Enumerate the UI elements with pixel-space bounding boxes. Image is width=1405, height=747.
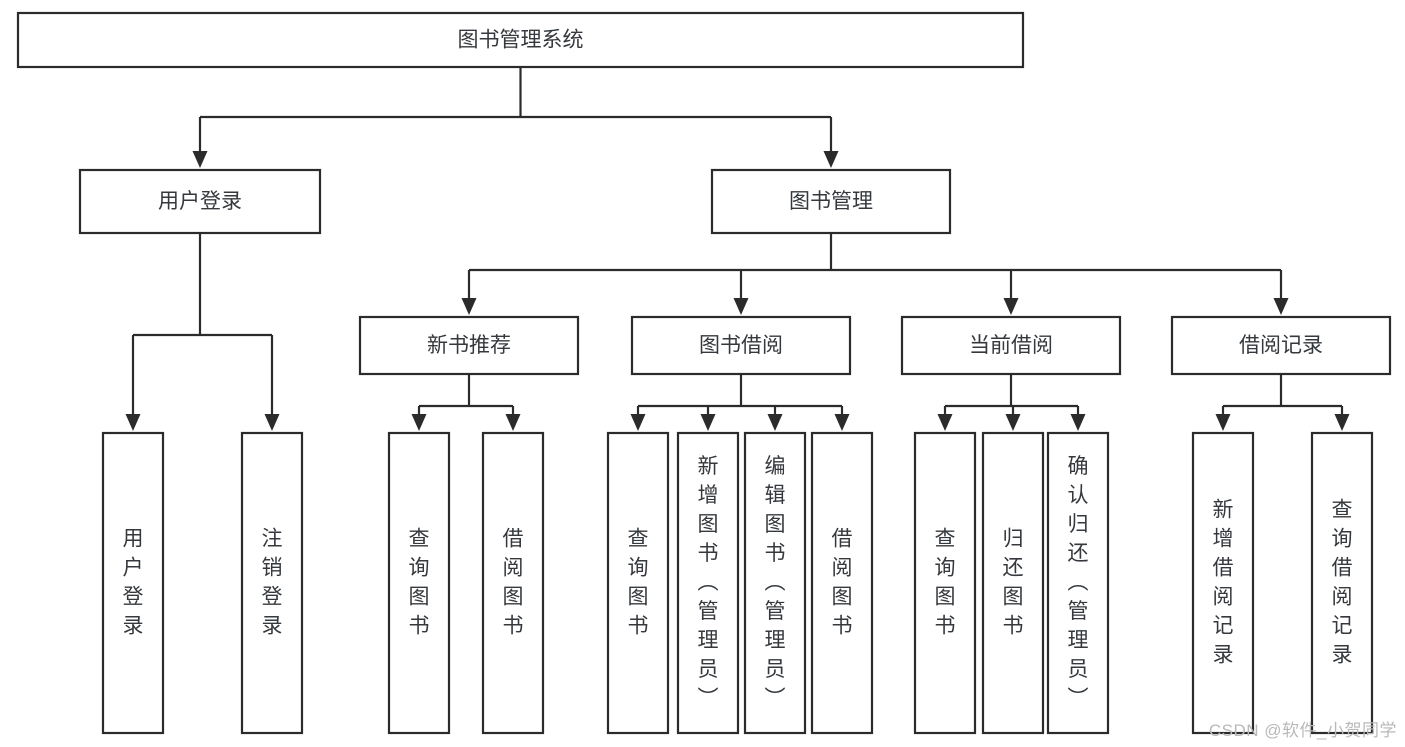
node-borrow-record[interactable]: 借阅记录 <box>1170 315 1392 376</box>
node-label: 新增图书︵管理员︶ <box>698 455 719 710</box>
node-box <box>101 431 165 735</box>
node-book-borrow[interactable]: 图书借阅 <box>630 315 852 376</box>
node-label: 查询图书 <box>628 528 649 638</box>
node-box <box>1191 431 1255 735</box>
node-leaf-return-book[interactable]: 归还图书 <box>981 431 1045 735</box>
node-box <box>1046 431 1110 735</box>
node-label: 编辑图书︵管理员︶ <box>765 455 786 710</box>
node-layer: 图书管理系统用户登录图书管理新书推荐图书借阅当前借阅借阅记录用户登录注销登录查询… <box>16 11 1392 735</box>
arrow-head-icon <box>937 414 953 431</box>
node-label: 用户登录 <box>123 528 144 638</box>
node-box <box>358 315 580 376</box>
node-label: 图书借阅 <box>699 334 783 357</box>
arrow-head-icon <box>125 414 141 431</box>
node-box <box>810 431 874 735</box>
node-leaf-add-book[interactable]: 新增图书︵管理员︶ <box>676 431 740 735</box>
node-label: 当前借阅 <box>969 334 1053 357</box>
node-box <box>743 431 807 735</box>
node-box <box>387 431 451 735</box>
node-leaf-confirm-return[interactable]: 确认归还︵管理员︶ <box>1046 431 1110 735</box>
csdn-watermark: CSDN @软件_小贺同学 <box>1208 721 1397 740</box>
node-label: 借阅记录 <box>1239 334 1323 357</box>
arrow-head-icon <box>1070 414 1086 431</box>
node-book-manage[interactable]: 图书管理 <box>710 168 952 235</box>
node-label: 图书管理 <box>789 190 873 213</box>
arrow-head-icon <box>767 414 783 431</box>
node-label: 新增借阅记录 <box>1213 499 1234 667</box>
node-label: 查询图书 <box>935 528 956 638</box>
arrow-head-icon <box>411 414 427 431</box>
node-label: 确认归还︵管理员︶ <box>1068 455 1089 710</box>
node-label: 查询图书 <box>409 528 430 638</box>
arrow-head-icon <box>461 298 477 315</box>
arrow-head-icon <box>1334 414 1350 431</box>
node-leaf-logout[interactable]: 注销登录 <box>240 431 304 735</box>
arrow-head-icon <box>823 151 839 168</box>
node-label: 借阅图书 <box>503 528 524 638</box>
node-leaf-user-login[interactable]: 用户登录 <box>101 431 165 735</box>
node-box <box>481 431 545 735</box>
node-leaf-edit-book[interactable]: 编辑图书︵管理员︶ <box>743 431 807 735</box>
node-box <box>240 431 304 735</box>
node-label: 归还图书 <box>1003 528 1024 638</box>
node-box <box>913 431 977 735</box>
node-label: 注销登录 <box>262 528 283 638</box>
node-label: 借阅图书 <box>832 528 853 638</box>
node-leaf-query-book-1[interactable]: 查询图书 <box>387 431 451 735</box>
node-user-login[interactable]: 用户登录 <box>78 168 322 235</box>
node-label: 新书推荐 <box>427 334 511 357</box>
node-box <box>16 11 1025 69</box>
node-new-book-recommend[interactable]: 新书推荐 <box>358 315 580 376</box>
node-box <box>676 431 740 735</box>
node-box <box>900 315 1122 376</box>
node-leaf-query-book-3[interactable]: 查询图书 <box>913 431 977 735</box>
node-box <box>606 431 670 735</box>
node-leaf-add-record[interactable]: 新增借阅记录 <box>1191 431 1255 735</box>
arrow-head-icon <box>733 298 749 315</box>
node-leaf-borrow-book-1[interactable]: 借阅图书 <box>481 431 545 735</box>
node-current-borrow[interactable]: 当前借阅 <box>900 315 1122 376</box>
arrow-head-icon <box>192 151 208 168</box>
node-leaf-borrow-book-2[interactable]: 借阅图书 <box>810 431 874 735</box>
node-box <box>630 315 852 376</box>
node-box <box>1310 431 1374 735</box>
node-leaf-query-book-2[interactable]: 查询图书 <box>606 431 670 735</box>
arrow-head-icon <box>1003 298 1019 315</box>
arrow-head-icon <box>1273 298 1289 315</box>
arrow-head-icon <box>834 414 850 431</box>
node-box <box>1170 315 1392 376</box>
node-box <box>981 431 1045 735</box>
arrow-head-icon <box>700 414 716 431</box>
arrow-head-icon <box>1215 414 1231 431</box>
arrow-head-icon <box>264 414 280 431</box>
arrow-head-icon <box>1005 414 1021 431</box>
node-label: 用户登录 <box>158 190 242 213</box>
arrow-head-icon <box>505 414 521 431</box>
node-label: 图书管理系统 <box>458 29 584 52</box>
arrow-head-icon <box>630 414 646 431</box>
node-root[interactable]: 图书管理系统 <box>16 11 1025 69</box>
node-box <box>78 168 322 235</box>
node-leaf-query-record[interactable]: 查询借阅记录 <box>1310 431 1374 735</box>
node-label: 查询借阅记录 <box>1332 499 1353 667</box>
connector-layer <box>125 67 1350 431</box>
node-box <box>710 168 952 235</box>
